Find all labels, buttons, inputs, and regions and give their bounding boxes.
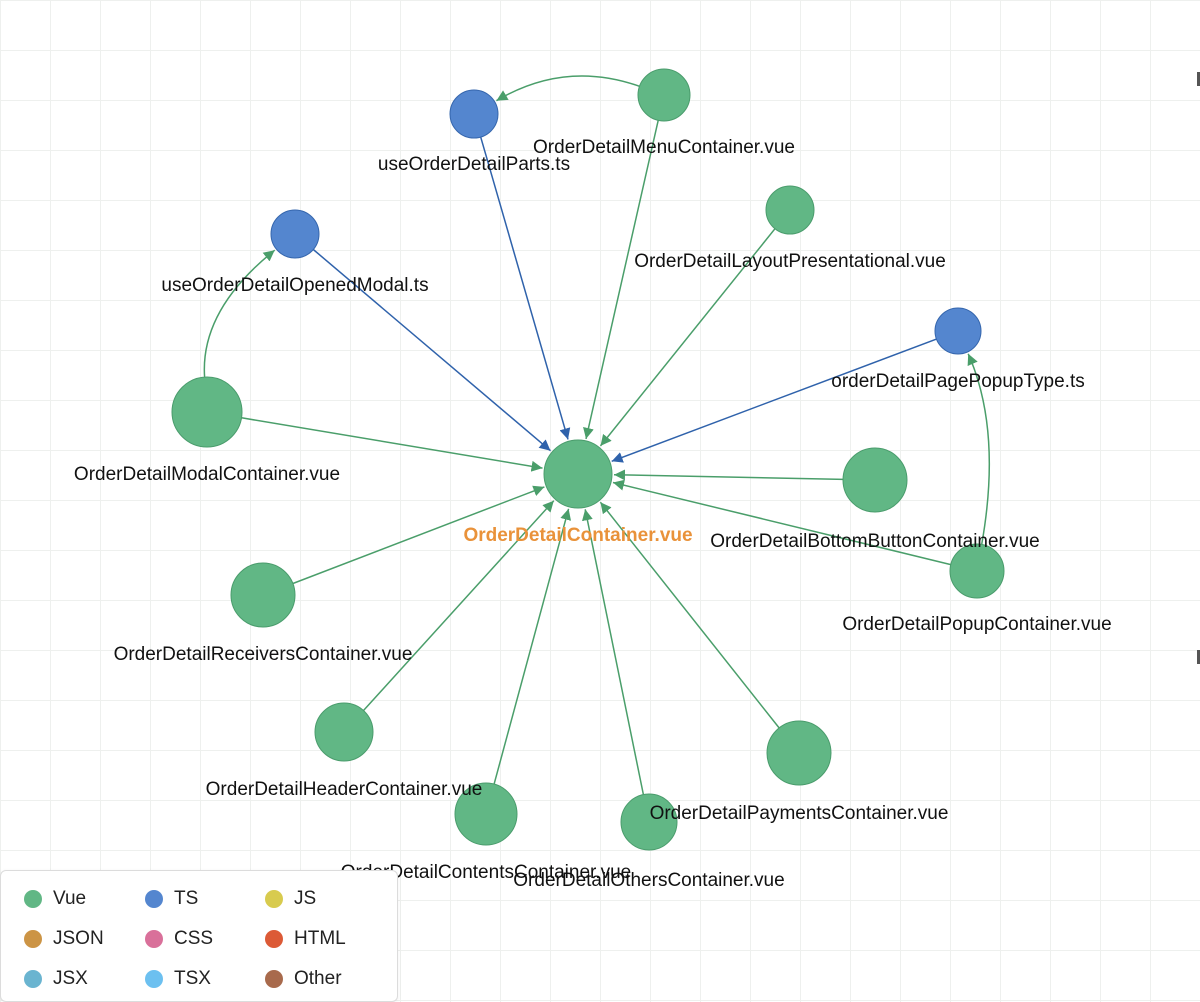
legend-item-css: CSS: [145, 926, 213, 952]
edge-scroll-marker: [1197, 72, 1200, 86]
node-label-center: OrderDetailContainer.vue: [463, 525, 692, 546]
ts-color-dot-icon: [145, 890, 163, 908]
file-type-legend: Vue TS JS JSON CSS HTML JSX TSX Other: [0, 870, 398, 1002]
html-color-dot-icon: [265, 930, 283, 948]
node-label-bottom: OrderDetailBottomButtonContainer.vue: [710, 531, 1040, 552]
node-label-modal: OrderDetailModalContainer.vue: [74, 464, 340, 485]
node-label-contents: OrderDetailContentsContainer.vue: [341, 862, 631, 883]
graph-node-opened[interactable]: [270, 209, 320, 259]
graph-node-bottom[interactable]: [842, 447, 908, 513]
dependency-edge-payments-to-center: [599, 501, 780, 729]
dependency-edge-header-to-center: [362, 500, 555, 712]
legend-label: Other: [294, 968, 342, 989]
dependency-edge-receivers-to-center: [292, 485, 545, 585]
legend-label: TS: [174, 888, 199, 909]
legend-item-html: HTML: [265, 926, 346, 952]
legend-label: JSON: [53, 928, 104, 949]
graph-labels: OrderDetailContainer.vue useOrderDetailPa…: [74, 137, 1112, 891]
legend-item-other: Other: [265, 966, 342, 992]
jsx-color-dot-icon: [24, 970, 42, 988]
graph-node-receivers[interactable]: [230, 562, 296, 628]
graph-edges: [203, 75, 991, 795]
legend-item-json: JSON: [24, 926, 104, 952]
graph-node-menu[interactable]: [637, 68, 691, 122]
graph-nodes: [171, 68, 1005, 851]
dependency-edge-bottom-to-center: [613, 469, 844, 481]
graph-node-layout[interactable]: [765, 185, 815, 235]
dependency-edge-others-to-center: [582, 509, 645, 795]
dependency-edge-modal-to-opened: [203, 249, 276, 378]
graph-node-payments[interactable]: [766, 720, 832, 786]
legend-label: JSX: [53, 968, 88, 989]
dependency-edge-opened-to-center: [312, 248, 551, 452]
dependency-edge-modal-to-center: [241, 417, 543, 472]
legend-label: TSX: [174, 968, 211, 989]
legend-label: JS: [294, 888, 317, 909]
dependency-edge-layout-to-center: [599, 228, 776, 447]
node-label-receivers: OrderDetailReceiversContainer.vue: [114, 644, 413, 665]
dependency-edge-popup-to-popuptype: [967, 353, 991, 545]
graph-node-popuptype[interactable]: [934, 307, 982, 355]
graph-node-parts[interactable]: [449, 89, 499, 139]
legend-label: Vue: [53, 888, 87, 909]
node-label-parts: useOrderDetailParts.ts: [378, 154, 570, 175]
node-label-others: OrderDetailOthersContainer.vue: [513, 870, 784, 891]
graph-node-popup[interactable]: [949, 543, 1005, 599]
graph-node-header[interactable]: [314, 702, 374, 762]
dependency-edge-contents-to-center: [493, 508, 572, 785]
dependency-edge-popuptype-to-center: [611, 338, 937, 463]
node-label-opened: useOrderDetailOpenedModal.ts: [161, 275, 428, 296]
dependency-edge-menu-to-parts: [496, 75, 640, 102]
dependency-edge-parts-to-center: [479, 136, 571, 440]
css-color-dot-icon: [145, 930, 163, 948]
legend-item-jsx: JSX: [24, 966, 88, 992]
node-label-header: OrderDetailHeaderContainer.vue: [206, 779, 483, 800]
legend-label: CSS: [174, 928, 214, 949]
legend-label: HTML: [294, 928, 346, 949]
graph-node-center[interactable]: [543, 439, 613, 509]
vue-color-dot-icon: [24, 890, 42, 908]
node-label-popuptype: orderDetailPagePopupType.ts: [831, 371, 1085, 392]
node-label-popup: OrderDetailPopupContainer.vue: [842, 614, 1111, 635]
legend-item-tsx: TSX: [145, 966, 211, 992]
json-color-dot-icon: [24, 930, 42, 948]
node-label-menu: OrderDetailMenuContainer.vue: [533, 137, 795, 158]
other-color-dot-icon: [265, 970, 283, 988]
graph-node-others[interactable]: [620, 793, 678, 851]
graph-node-modal[interactable]: [171, 376, 243, 448]
legend-item-vue: Vue: [24, 886, 86, 912]
dependency-edge-popup-to-center: [612, 479, 951, 566]
node-label-payments: OrderDetailPaymentsContainer.vue: [650, 803, 949, 824]
legend-item-ts: TS: [145, 886, 198, 912]
edge-scroll-marker: [1197, 650, 1200, 664]
tsx-color-dot-icon: [145, 970, 163, 988]
legend-item-js: JS: [265, 886, 316, 912]
graph-node-contents[interactable]: [454, 782, 518, 846]
node-label-layout: OrderDetailLayoutPresentational.vue: [634, 251, 946, 272]
js-color-dot-icon: [265, 890, 283, 908]
dependency-edge-menu-to-center: [583, 120, 659, 440]
